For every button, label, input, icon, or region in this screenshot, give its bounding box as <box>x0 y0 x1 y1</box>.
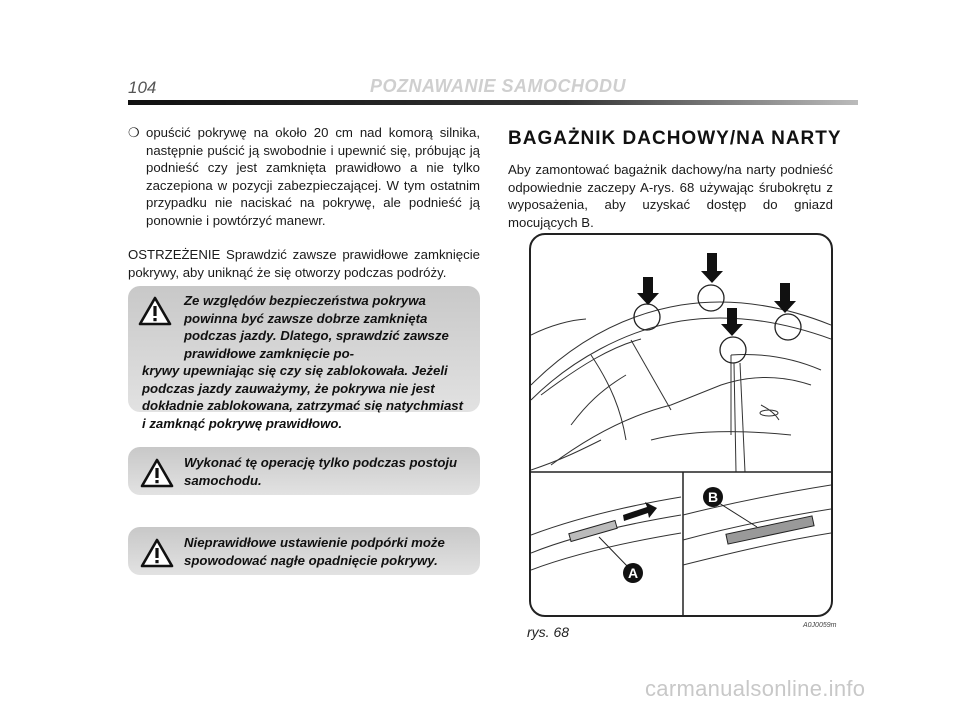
warning-box-3: Nieprawidłowe ustawienie podpórki może s… <box>128 527 480 575</box>
warning-1-text: krywy upewniając się czy się zablokowała… <box>142 363 464 431</box>
warning-paragraph: OSTRZEŻENIE Sprawdzić zawsze prawidłowe … <box>128 247 480 280</box>
page-number: 104 <box>128 78 157 97</box>
warning-3-text: Nieprawidłowe ustawienie podpórki może s… <box>184 535 445 568</box>
left-column: ❍ opuścić pokrywę na około 20 cm nad kom… <box>128 124 480 281</box>
warning-triangle-icon <box>140 538 174 568</box>
car-roof-illustration <box>531 253 831 615</box>
header-rule <box>128 100 858 105</box>
intro-paragraph: Aby zamontować bagażnik dachowy/na narty… <box>508 162 833 230</box>
figure-caption: rys. 68 <box>527 624 570 640</box>
figure-code: A0J0059m <box>803 622 837 629</box>
bullet-text: opuścić pokrywę na około 20 cm nad komor… <box>146 125 480 228</box>
warning-triangle-icon <box>140 458 174 488</box>
watermark: carmanualsonline.info <box>645 676 866 701</box>
warning-box-1: Ze względów bezpieczeństwa pokrywa powin… <box>128 286 480 431</box>
label-b: B <box>703 487 723 507</box>
label-a: A <box>623 563 643 583</box>
warning-1-text-indented: Ze względów bezpieczeństwa pokrywa powin… <box>184 293 449 361</box>
roof-rack-figure: A B <box>529 233 833 617</box>
bullet-item: ❍ opuścić pokrywę na około 20 cm nad kom… <box>128 124 480 229</box>
warning-2-text: Wykonać tę operację tylko podczas postoj… <box>184 455 458 488</box>
warning-triangle-icon <box>138 296 172 326</box>
section-title: POZNAWANIE SAMOCHODU <box>370 76 627 96</box>
section-heading: BAGAŻNIK DACHOWY/NA NARTY <box>508 128 842 149</box>
bullet-mark: ❍ <box>128 125 140 140</box>
warning-box-2: Wykonać tę operację tylko podczas postoj… <box>128 447 480 495</box>
